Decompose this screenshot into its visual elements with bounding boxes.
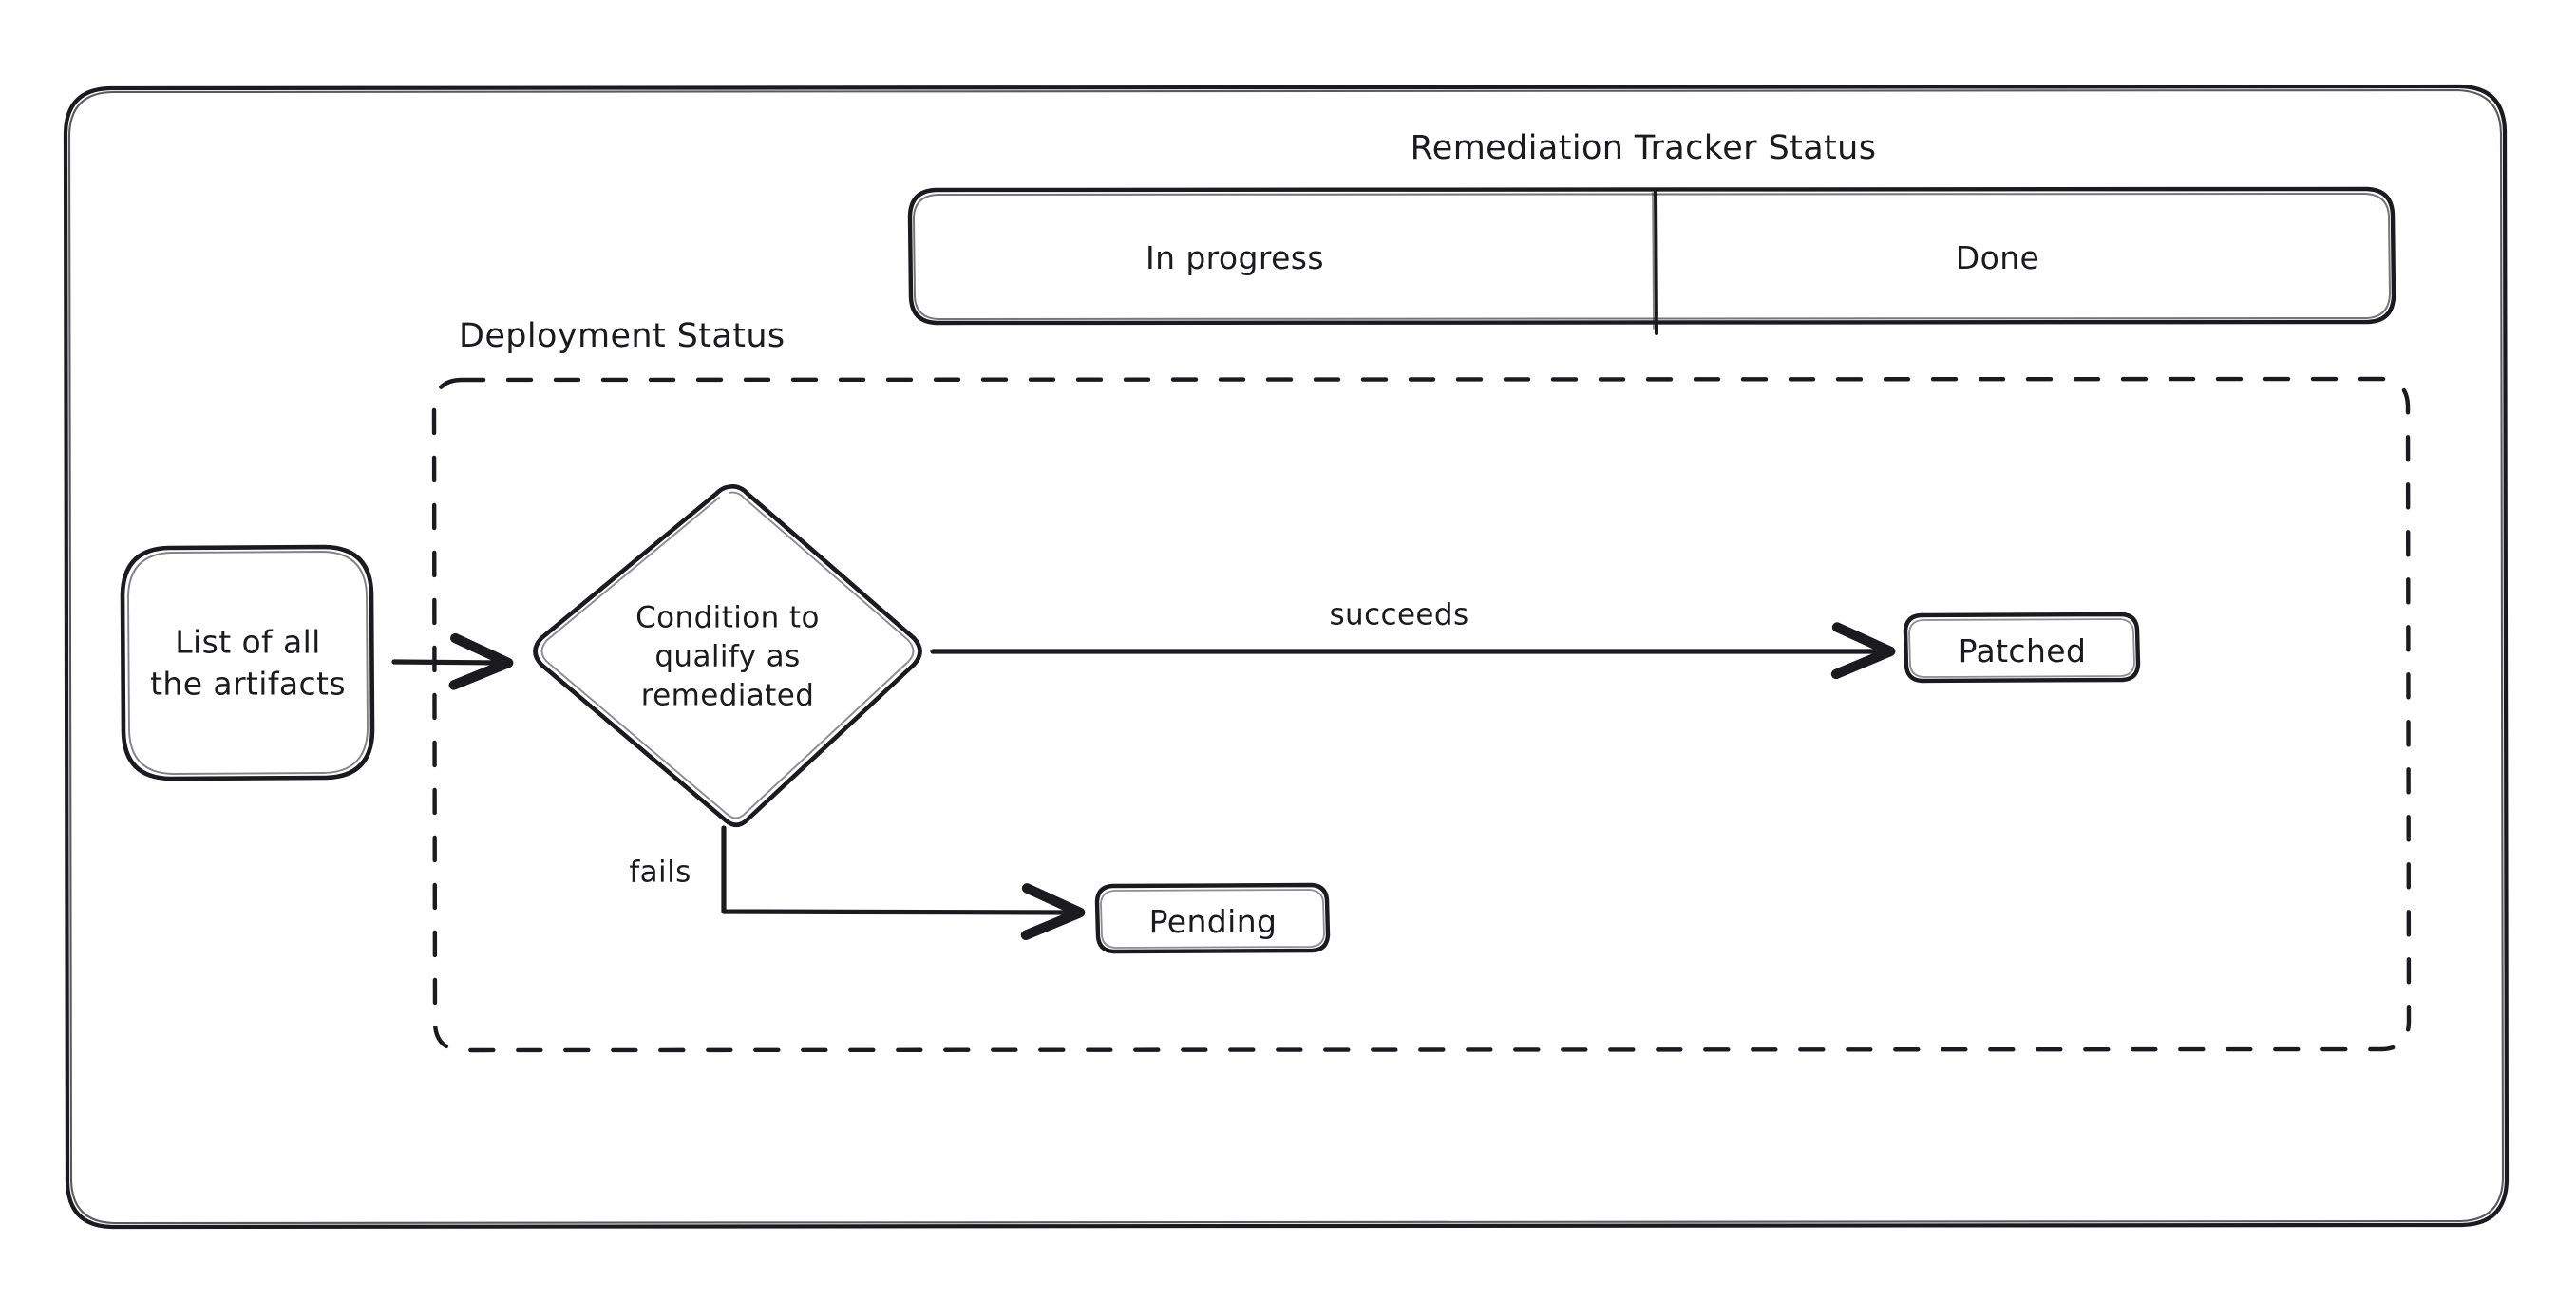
node-condition-shape [533,484,922,828]
tracker-lane-box-shape [907,186,2396,335]
node-list-shape [120,544,375,781]
outer-frame-shape [63,84,2510,1230]
deployment-status-group-shape [431,376,2412,1053]
node-patched-shape [1903,612,2141,684]
edge-condition-to-pending [721,825,1086,940]
node-pending-shape [1094,882,1331,954]
edge-list-to-condition [391,632,514,690]
